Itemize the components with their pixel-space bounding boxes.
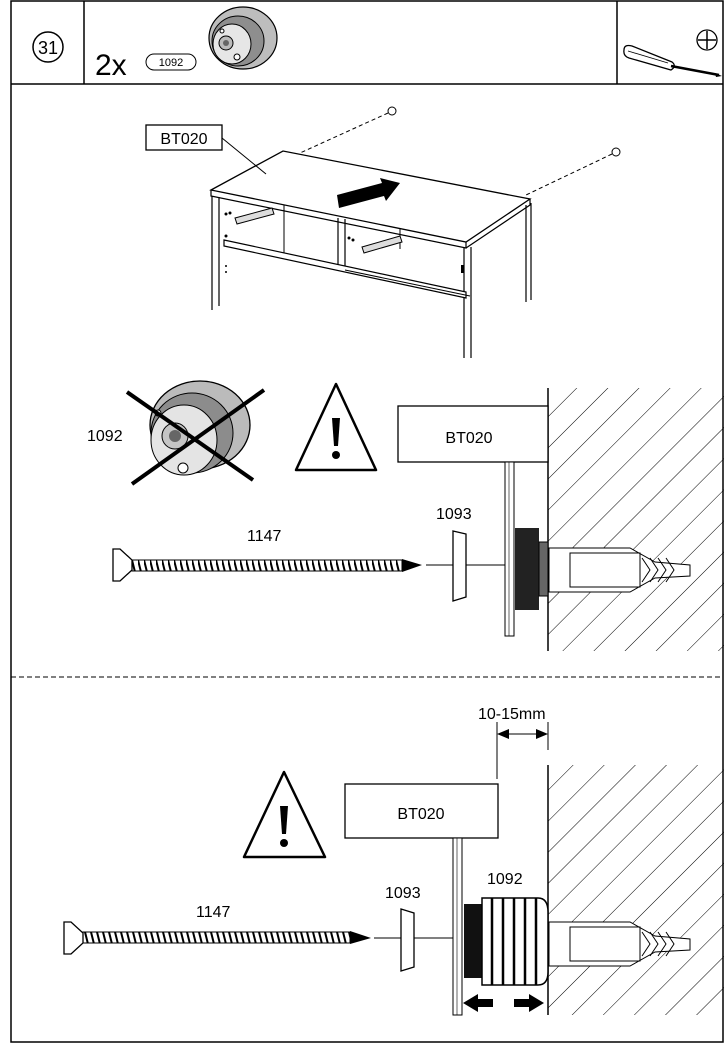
quantity-label: 2x [95, 49, 127, 82]
push-direction-arrow [337, 178, 400, 208]
part-ref-badge [145, 53, 197, 71]
correct-board [344, 783, 499, 839]
step-number: 31 [38, 38, 58, 58]
wrong-mounting-illustration: 1092 BT020 1093 114 [87, 380, 724, 651]
crossed-part-label: 1092 [87, 428, 123, 445]
wrong-screw [112, 548, 422, 582]
wrong-screw-label: 1147 [247, 528, 282, 545]
gap-dimension-label: 10-15mm [478, 706, 546, 723]
correct-screw-label: 1147 [196, 904, 231, 921]
phillips-head-icon [696, 29, 718, 51]
warning-triangle-icon [242, 770, 327, 859]
correct-screw [63, 921, 371, 955]
wrong-board [397, 405, 549, 463]
correct-cap-label: 1093 [385, 885, 421, 902]
screwdriver-icon [623, 44, 722, 77]
step-number-badge [32, 31, 64, 63]
cabinet-board-label: BT020 [160, 131, 207, 148]
cabinet-board-label-box [145, 124, 223, 151]
adjuster-foot-thumbnail [208, 6, 278, 70]
correct-board-label: BT020 [397, 806, 444, 823]
warning-triangle-icon [294, 382, 378, 472]
crossed-out-adjuster [125, 380, 266, 486]
correct-mounting-illustration: 10-15mm BT020 1092 [63, 706, 724, 1016]
adjuster-label: 1092 [487, 871, 523, 888]
wrong-board-label: BT020 [445, 430, 492, 447]
cabinet-illustration: BT020 [145, 106, 621, 358]
wrong-cap-label: 1093 [436, 506, 472, 523]
part-ref-number: 1092 [159, 57, 183, 69]
adjust-direction-arrows [463, 994, 544, 1012]
header-bar: 31 2x 1092 [11, 1, 723, 85]
